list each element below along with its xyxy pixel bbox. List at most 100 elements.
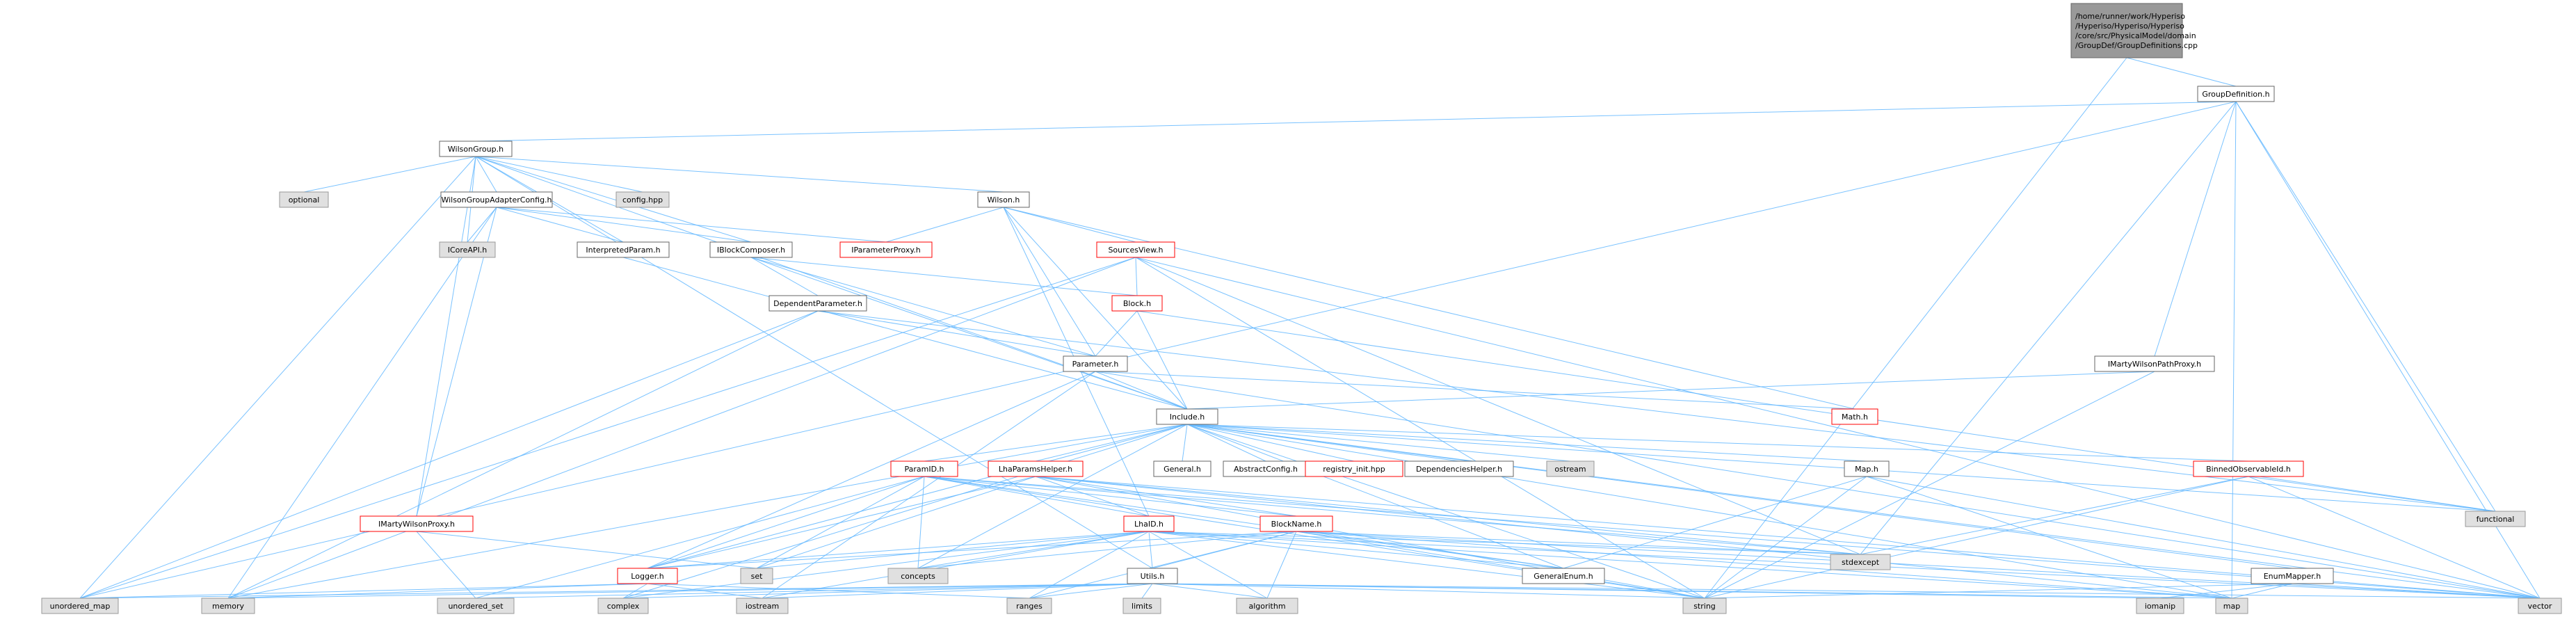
node-box-ranges	[1006, 598, 1052, 614]
node-parameter[interactable]: Parameter.h	[1063, 355, 1128, 372]
edge-utils-to-iostream	[762, 583, 1153, 599]
edge-include-to-general	[1182, 424, 1188, 462]
edge-include-to-registryinit	[1186, 424, 1355, 462]
node-iblockcomposer[interactable]: IBlockComposer.h	[709, 241, 793, 258]
edge-wilsongroup-to-confighpp	[475, 156, 643, 193]
edge-include-to-paramid	[924, 424, 1188, 462]
edge-enummapper-to-string	[1704, 583, 2293, 599]
edge-wilsongroup-to-utils	[475, 156, 1153, 569]
edge-lhaid-to-algorithm	[1148, 531, 1268, 599]
edge-lhaid-to-generalenum	[1148, 531, 1564, 569]
node-root[interactable]: /home/runner/work/Hyperiso/Hyperiso/Hype…	[2070, 3, 2198, 58]
node-box-dependentparameter	[768, 295, 867, 312]
node-interpretedparam[interactable]: InterpretedParam.h	[577, 241, 670, 258]
edge-blockname-to-concepts	[917, 531, 1297, 569]
edge-dependentparameter-to-parameter	[817, 310, 1096, 357]
edge-wilsongroupadapterconfig-to-iblockcomposer	[496, 207, 752, 243]
node-generalenum[interactable]: GeneralEnum.h	[1522, 568, 1605, 584]
edge-utils-to-unordered_map	[79, 583, 1153, 599]
node-wilson[interactable]: Wilson.h	[977, 191, 1030, 208]
node-iostream: iostream	[736, 598, 789, 614]
node-dependencieshelper[interactable]: DependenciesHelper.h	[1404, 460, 1514, 477]
node-block[interactable]: Block.h	[1111, 295, 1163, 312]
node-lhaid[interactable]: LhaID.h	[1123, 515, 1175, 532]
edge-utils-to-vector	[1152, 583, 2541, 599]
edge-lhaparamshelper-to-lhaid	[1035, 476, 1150, 517]
edge-wilsongroup-to-wilson	[475, 156, 1004, 193]
edge-blockname-to-map	[1296, 531, 2232, 599]
edge-map_h-to-string	[1704, 476, 1867, 599]
node-abstractconfig[interactable]: AbstractConfig.h	[1223, 460, 1309, 477]
node-box-set	[740, 568, 773, 584]
edge-groupdefinition-to-wilsongroup	[475, 101, 2237, 142]
node-label-map_h: Map.h	[1855, 465, 1878, 474]
edge-enummapper-to-map	[2231, 583, 2293, 599]
node-box-limits	[1122, 598, 1161, 614]
node-label-confighpp: config.hpp	[622, 195, 663, 205]
node-paramid[interactable]: ParamID.h	[890, 460, 958, 477]
node-utils[interactable]: Utils.h	[1127, 568, 1178, 584]
edge-include-to-map_h	[1186, 424, 1867, 462]
node-unordered_map: unordered_map	[41, 598, 119, 614]
node-label-logger: Logger.h	[631, 572, 663, 581]
node-label-sourcesview: SourcesView.h	[1108, 246, 1163, 255]
node-box-unordered_set	[437, 598, 515, 614]
node-wilsongroupadapterconfig[interactable]: WilsonGroupAdapterConfig.h	[440, 191, 553, 208]
node-box-vector	[2518, 598, 2562, 614]
edge-groupdefinition-to-unordered_map	[79, 101, 2237, 599]
node-map_h[interactable]: Map.h	[1844, 460, 1890, 477]
node-dependentparameter[interactable]: DependentParameter.h	[768, 295, 867, 312]
node-box-stdexcept	[1830, 554, 1891, 570]
node-enummapper[interactable]: EnumMapper.h	[2251, 568, 2334, 584]
node-box-lhaid	[1123, 515, 1175, 532]
node-box-lhaparamshelper	[988, 460, 1084, 477]
edge-wilson-to-parameter	[1003, 207, 1096, 357]
node-map: map	[2215, 598, 2248, 614]
edge-parameter-to-math	[1095, 371, 1855, 410]
node-vector: vector	[2518, 598, 2562, 614]
node-general[interactable]: General.h	[1153, 460, 1211, 477]
edge-wilsongroup-to-unordered_map	[79, 156, 476, 599]
edge-parameter-to-vector	[1095, 371, 2541, 599]
node-binnedobservableid[interactable]: BinnedObservableId.h	[2193, 460, 2304, 477]
node-wilsongroup[interactable]: WilsonGroup.h	[439, 141, 513, 157]
edge-lhaparamshelper-to-blockname	[1035, 476, 1297, 517]
node-blockname[interactable]: BlockName.h	[1259, 515, 1333, 532]
edge-iblockcomposer-to-block	[750, 257, 1138, 296]
node-label-complex: complex	[607, 602, 640, 611]
edge-block-to-include	[1136, 310, 1188, 410]
edge-dependentparameter-to-functional	[817, 310, 2496, 512]
node-groupdefinition[interactable]: GroupDefinition.h	[2197, 86, 2275, 102]
edge-enummapper-to-vector	[2292, 583, 2541, 599]
edge-include-to-string	[1186, 424, 1705, 599]
node-iparameterproxy[interactable]: IParameterProxy.h	[839, 241, 933, 258]
node-sourcesview[interactable]: SourcesView.h	[1096, 241, 1175, 258]
node-label-wilsongroupadapterconfig: WilsonGroupAdapterConfig.h	[441, 195, 552, 205]
node-imartywilsonpathproxy[interactable]: IMartyWilsonPathProxy.h	[2094, 355, 2215, 372]
edge-utils-to-string	[1152, 583, 1705, 599]
node-registryinit[interactable]: registry_init.hpp	[1305, 460, 1403, 477]
node-label-algorithm: algorithm	[1248, 602, 1285, 611]
node-imartywilsonproxy[interactable]: IMartyWilsonProxy.h	[360, 515, 474, 532]
node-label-concepts: concepts	[901, 572, 935, 581]
edge-wilsongroup-to-imartywilsonproxy	[416, 156, 476, 517]
node-box-map_h	[1844, 460, 1890, 477]
node-lhaparamshelper[interactable]: LhaParamsHelper.h	[988, 460, 1084, 477]
node-include[interactable]: Include.h	[1156, 408, 1218, 425]
edge-binnedobservableid-to-functional	[2248, 476, 2496, 512]
edge-block-to-parameter	[1095, 310, 1138, 357]
node-box-unordered_map	[41, 598, 119, 614]
edge-enummapper-to-iomanip	[2159, 583, 2293, 599]
node-box-functional	[2465, 511, 2526, 527]
edge-paramid-to-unordered_set	[475, 476, 925, 599]
node-label-vector: vector	[2528, 602, 2552, 611]
node-logger[interactable]: Logger.h	[617, 568, 678, 584]
edge-map_h-to-map	[1866, 476, 2232, 599]
edge-wilson-to-sourcesview	[1003, 207, 1136, 243]
edge-map_h-to-generalenum	[1563, 476, 1867, 569]
edge-root-to-groupdefinition	[2126, 57, 2237, 87]
node-math[interactable]: Math.h	[1831, 408, 1878, 425]
node-label-root: /home/runner/work/Hyperiso	[2075, 12, 2185, 21]
node-label-binnedobservableid: BinnedObservableId.h	[2206, 465, 2291, 474]
node-label-ranges: ranges	[1016, 602, 1043, 611]
